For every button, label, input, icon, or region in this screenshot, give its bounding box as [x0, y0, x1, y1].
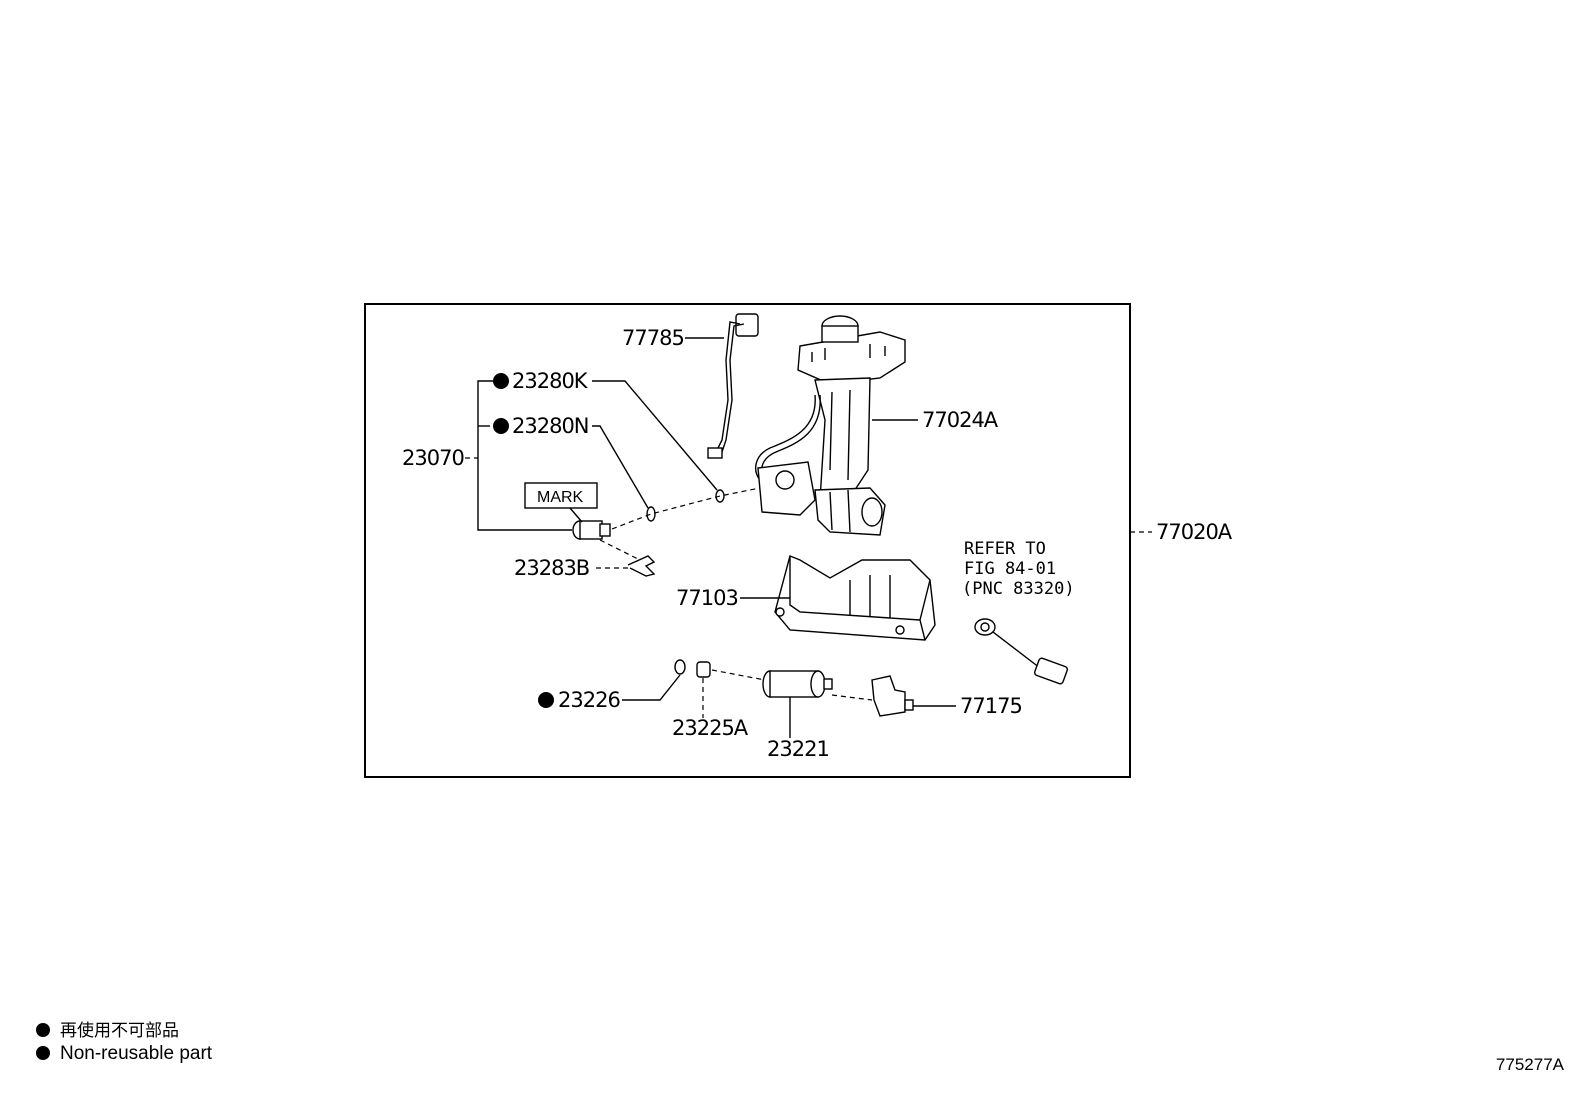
gasket-23280K-drawing [715, 489, 725, 503]
label-23280K: 23280K [512, 369, 589, 393]
clip-23283B-drawing [627, 555, 656, 577]
figure-id: 775277A [1495, 1055, 1564, 1074]
filled-circle-icon [538, 692, 554, 708]
leader-23226 [622, 674, 681, 701]
filled-circle-icon [493, 373, 509, 389]
label-23070: 23070 [402, 446, 464, 470]
sub-tank-77103-drawing [774, 555, 936, 641]
label-refer-pnc: (PNC 83320) [962, 579, 1075, 599]
fuel-pump-23221-drawing [762, 670, 833, 698]
legend-english: Non-reusable part [36, 1043, 212, 1065]
assembly-line [611, 487, 761, 530]
label-77175: 77175 [960, 694, 1022, 718]
assembly-line [711, 669, 766, 681]
pressure-regulator-drawing [572, 520, 611, 540]
fuel-sender-drawing [974, 618, 1069, 685]
label-23283B: 23283B [514, 556, 589, 580]
filled-circle-icon [493, 418, 509, 434]
fuel-pump-assembly-drawing [754, 315, 906, 536]
legend-en-text: Non-reusable part [60, 1043, 213, 1064]
label-77024A: 77024A [922, 408, 999, 432]
cushion-23225A-drawing [696, 661, 711, 678]
assembly-frame [364, 303, 1131, 778]
label-23280N: 23280N [512, 414, 589, 438]
gasket-23280N-drawing [646, 506, 656, 522]
label-mark: MARK [537, 489, 584, 506]
label-23221: 23221 [767, 737, 829, 761]
leader-23280N [592, 425, 649, 509]
wire-harness-77785-drawing [707, 313, 759, 459]
label-77020A: 77020A [1156, 520, 1233, 544]
leader-mark [569, 507, 583, 523]
label-23226: 23226 [558, 688, 620, 712]
assembly-line [599, 539, 641, 561]
label-refer-to: REFER TO [964, 539, 1046, 559]
filled-circle-icon [36, 1023, 50, 1037]
bracket-77175-drawing [871, 675, 914, 717]
filled-circle-icon [36, 1046, 50, 1060]
legend-japanese: 再使用不可部品 [36, 1016, 179, 1041]
bracket-23070 [477, 380, 572, 531]
label-77103: 77103 [676, 586, 738, 610]
label-refer-fig: FIG 84-01 [964, 559, 1056, 579]
gasket-23226-drawing [674, 659, 686, 675]
label-23225A: 23225A [672, 716, 749, 740]
leader-23280K [592, 380, 718, 491]
assembly-line [831, 694, 873, 701]
mark-box [524, 482, 598, 509]
label-77785: 77785 [622, 326, 684, 350]
legend-jp-text: 再使用不可部品 [60, 1021, 179, 1041]
